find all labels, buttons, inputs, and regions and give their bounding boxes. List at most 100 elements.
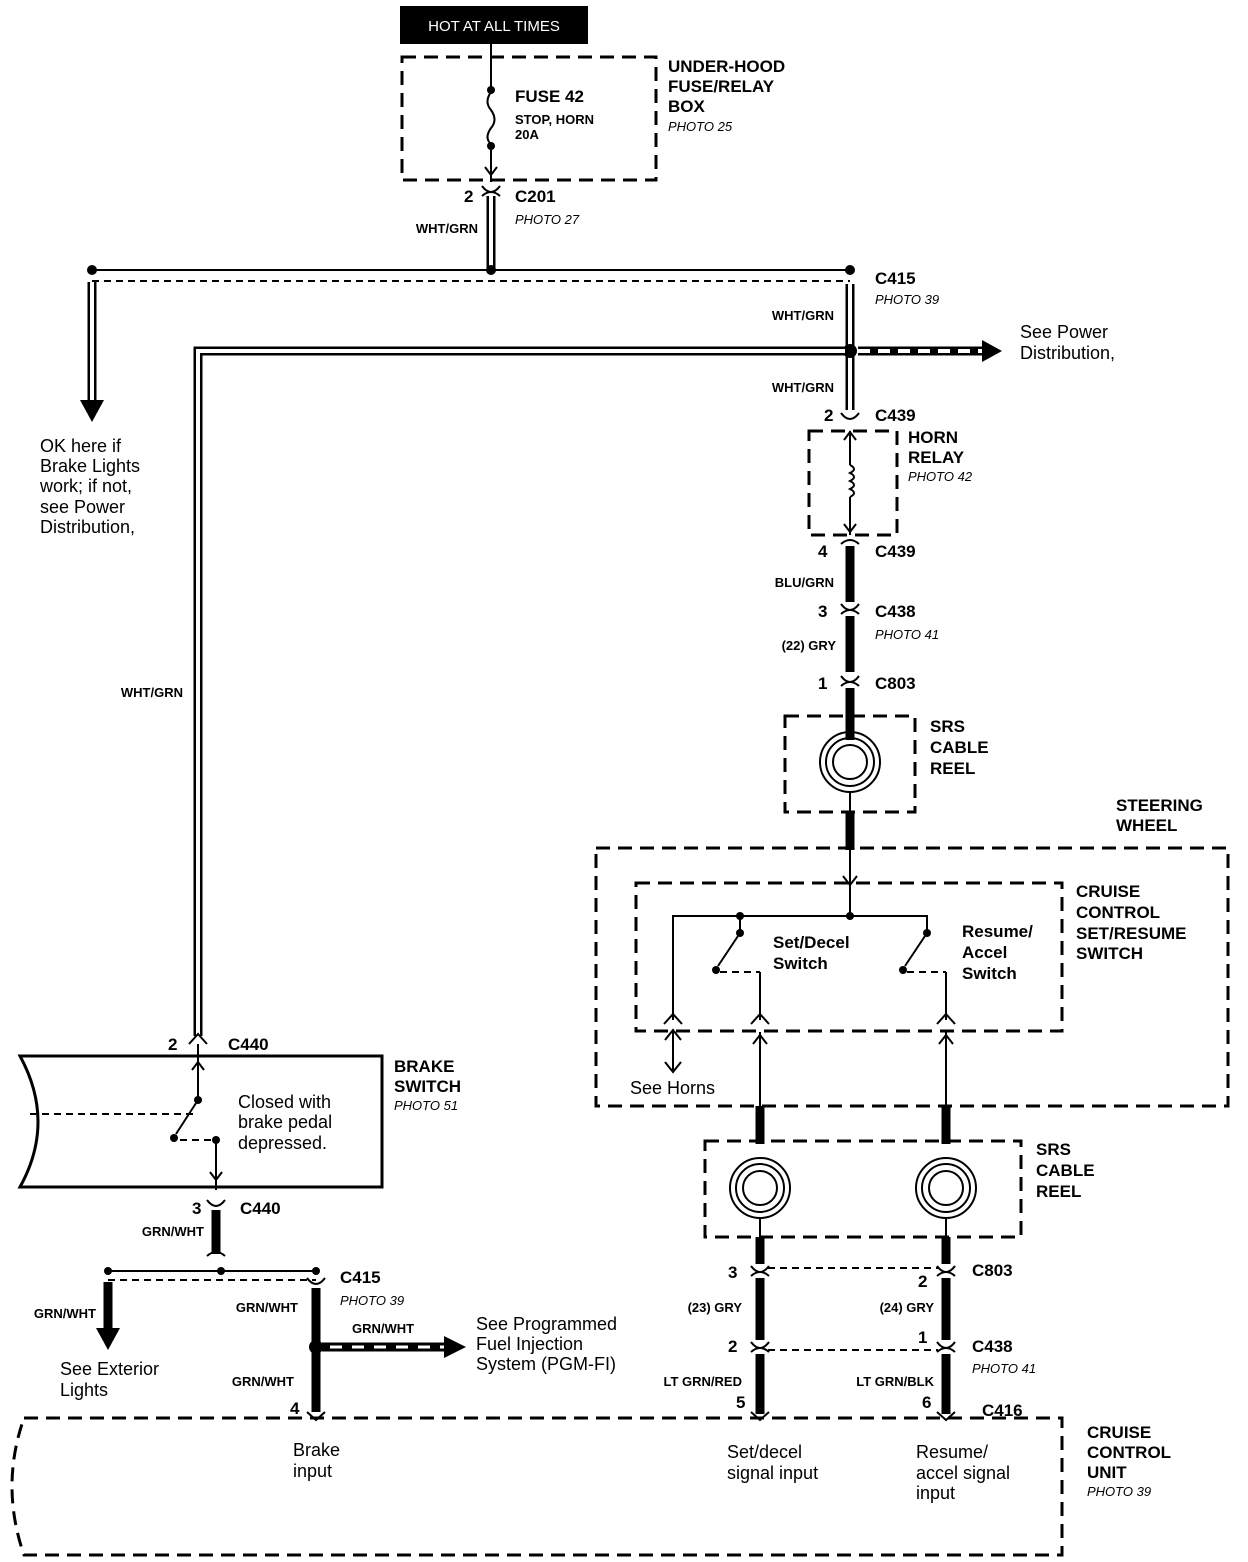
see-pgmfi-3: System (PGM-FI): [476, 1354, 616, 1374]
set-decel-1: Set/Decel: [773, 933, 850, 952]
srs-reel-top-coil: [819, 731, 881, 793]
c438-bot-id: C438: [972, 1337, 1013, 1356]
c416-id: C416: [982, 1401, 1023, 1420]
set-input-2: signal input: [727, 1463, 818, 1483]
c416-pin-right: 6: [922, 1393, 931, 1412]
fuse-box: [400, 55, 658, 182]
srs-bot-title-2: CABLE: [1036, 1161, 1095, 1180]
wire-grn-wht-d: GRN/WHT: [352, 1321, 414, 1336]
wire-gry-22: (22) GRY: [782, 638, 837, 653]
horn-relay-title-1: HORN: [908, 428, 958, 447]
srs-reel-bot-coil-right: [928, 1170, 964, 1206]
steering-wheel-box: [594, 846, 1230, 1108]
fuse-box-title-3: BOX: [668, 97, 706, 116]
cruise-unit-title-2: CONTROL: [1087, 1443, 1171, 1462]
srs-top-title-1: SRS: [930, 717, 965, 736]
wire-wht-grn-b: WHT/GRN: [772, 308, 834, 323]
cruise-switch-title-3: SET/RESUME: [1076, 924, 1187, 943]
fuse-box-title-2: FUSE/RELAY: [668, 77, 775, 96]
set-decel-2: Switch: [773, 954, 828, 973]
c439-bot-pin: 4: [818, 542, 828, 561]
wire-wht-grn-a: WHT/GRN: [416, 221, 478, 236]
c438-top-photo: PHOTO 41: [875, 627, 939, 642]
brake-desc-1: Closed with: [238, 1092, 331, 1112]
cruise-unit-box: [10, 1416, 1064, 1557]
cruise-unit-title-3: UNIT: [1087, 1463, 1127, 1482]
steering-title-1: STEERING: [1116, 796, 1203, 815]
c415-top-photo: PHOTO 39: [875, 292, 939, 307]
fuse-box-photo: PHOTO 25: [668, 119, 733, 134]
see-power-2: Distribution,: [1020, 343, 1115, 363]
steering-title-2: WHEEL: [1116, 816, 1177, 835]
see-exterior-1: See Exterior: [60, 1359, 159, 1379]
see-pgmfi-1: See Programmed: [476, 1314, 617, 1334]
c439-top-pin: 2: [824, 406, 833, 425]
brake-input-1: Brake: [293, 1440, 340, 1460]
cruise-unit-title-1: CRUISE: [1087, 1423, 1151, 1442]
brake-switch-title-1: BRAKE: [394, 1057, 454, 1076]
wire-wht-grn-c: WHT/GRN: [772, 380, 834, 395]
brake-switch-title-2: SWITCH: [394, 1077, 461, 1096]
c438-bot-pin-left: 2: [728, 1337, 737, 1356]
cruise-switch-title-4: SWITCH: [1076, 944, 1143, 963]
c803-bot-id: C803: [972, 1261, 1013, 1280]
wire-grn-wht-c: GRN/WHT: [236, 1300, 298, 1315]
fuse-symbol: [486, 91, 496, 145]
brake-desc-2: brake pedal: [238, 1112, 332, 1132]
c201-pin: 2: [464, 187, 473, 206]
wire-lt-grn-blk: LT GRN/BLK: [856, 1374, 934, 1389]
srs-top-title-3: REEL: [930, 759, 975, 778]
c803-top-pin: 1: [818, 674, 827, 693]
ok-here-1: OK here if: [40, 436, 122, 456]
see-power-1: See Power: [1020, 322, 1108, 342]
c440-top-id: C440: [228, 1035, 269, 1054]
horn-relay-box: [807, 429, 899, 537]
wire-gry-23: (23) GRY: [688, 1300, 743, 1315]
see-horns: See Horns: [630, 1078, 715, 1098]
srs-bot-title-3: REEL: [1036, 1182, 1081, 1201]
c415-top-id: C415: [875, 269, 916, 288]
ok-here-2: Brake Lights: [40, 456, 140, 476]
c440-top-pin: 2: [168, 1035, 177, 1054]
c416-pin-left: 5: [736, 1393, 745, 1412]
srs-reel-bot-box: [703, 1139, 1023, 1239]
brake-switch-box: [17, 1054, 384, 1189]
hot-label-box: [400, 6, 588, 44]
see-pgmfi-2: Fuel Injection: [476, 1334, 583, 1354]
c803-bot-pin-left: 3: [728, 1263, 737, 1282]
relay-coil: [847, 464, 855, 498]
fuse-desc-1: STOP, HORN: [515, 112, 594, 127]
wire-gry-24: (24) GRY: [880, 1300, 935, 1315]
fuse-box-title-1: UNDER-HOOD: [668, 57, 785, 76]
ok-here-5: Distribution,: [40, 517, 135, 537]
resume-input-3: input: [916, 1483, 955, 1503]
srs-top-title-2: CABLE: [930, 738, 989, 757]
c803-top-id: C803: [875, 674, 916, 693]
resume-input-1: Resume/: [916, 1442, 988, 1462]
c201-photo: PHOTO 27: [515, 212, 580, 227]
srs-bot-title-1: SRS: [1036, 1140, 1071, 1159]
cruise-switch-title-1: CRUISE: [1076, 882, 1140, 901]
c438-bot-pin-right: 1: [918, 1328, 927, 1347]
resume-input-2: accel signal: [916, 1463, 1010, 1483]
resume-2: Accel: [962, 943, 1007, 962]
ok-here-3: work; if not,: [39, 476, 132, 496]
set-input-1: Set/decel: [727, 1442, 802, 1462]
see-exterior-2: Lights: [60, 1380, 108, 1400]
cruise-switch-title-2: CONTROL: [1076, 903, 1160, 922]
wire-wht-grn-left: WHT/GRN: [121, 685, 183, 700]
c803-bot-pin-right: 2: [918, 1272, 927, 1291]
horn-relay-photo: PHOTO 42: [908, 469, 973, 484]
c440-bot-id: C440: [240, 1199, 281, 1218]
wire-grn-wht-e: GRN/WHT: [232, 1374, 294, 1389]
fuse-desc-2: 20A: [515, 127, 539, 142]
wire-grn-wht-b: GRN/WHT: [34, 1306, 96, 1321]
wire-lt-grn-red: LT GRN/RED: [664, 1374, 742, 1389]
cruise-unit-photo: PHOTO 39: [1087, 1484, 1151, 1499]
brake-switch-photo: PHOTO 51: [394, 1098, 458, 1113]
c440-bot-pin: 3: [192, 1199, 201, 1218]
c201-id: C201: [515, 187, 556, 206]
hot-label: HOT AT ALL TIMES: [428, 18, 560, 35]
brake-input-2: input: [293, 1461, 332, 1481]
fuse-name: FUSE 42: [515, 87, 584, 106]
